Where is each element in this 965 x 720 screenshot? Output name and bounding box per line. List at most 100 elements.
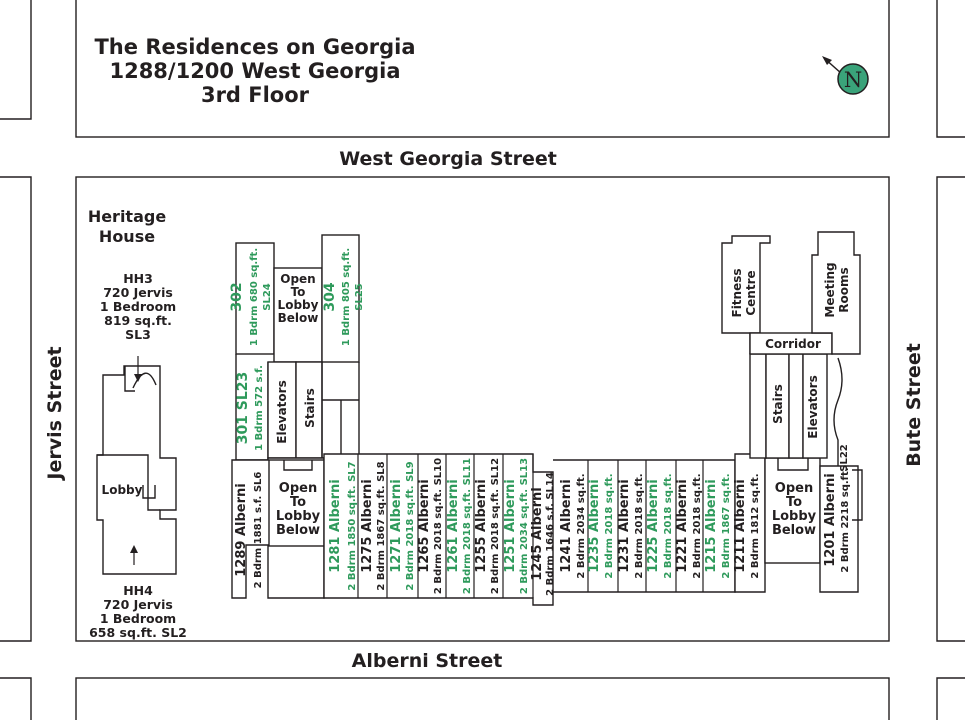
u1225-title: 1225 Alberni xyxy=(646,479,661,572)
u1271-title: 1271 Alberni xyxy=(389,479,404,572)
block-ne xyxy=(936,0,965,138)
open-lobby-left: Open To Lobby Below xyxy=(276,481,321,538)
svg-text:To: To xyxy=(786,495,802,510)
svg-text:Lobby: Lobby xyxy=(276,509,321,524)
meeting-line-1: Meeting xyxy=(823,262,837,317)
svg-text:720 Jervis: 720 Jervis xyxy=(103,285,173,300)
u1235-details: 2 Bdrm 2018 sq.ft. xyxy=(604,473,615,578)
title-line-3: 3rd Floor xyxy=(201,83,310,107)
block-east xyxy=(936,176,965,642)
street-north: West Georgia Street xyxy=(339,148,557,170)
u1211-title: 1211 Alberni xyxy=(733,479,748,572)
u1211-details: 2 Bdrm 1812 sq.ft. xyxy=(750,473,761,578)
u1225-details: 2 Bdrm 2018 sq.ft. xyxy=(663,473,674,578)
svg-text:Lobby: Lobby xyxy=(278,298,319,312)
u1265-details: 2 Bdrm 2018 sq.ft. SL10 xyxy=(433,458,444,594)
street-east: Bute Street xyxy=(903,343,925,467)
svg-text:Below: Below xyxy=(772,523,816,538)
u302-details: 1 Bdrm 680 sq.ft. xyxy=(249,248,260,346)
u1255-details: 2 Bdrm 2018 sq.ft. SL12 xyxy=(490,458,501,594)
u1289-details: 2 Bdrm 1881 s.f. SL6 xyxy=(253,472,264,589)
svg-text:Open: Open xyxy=(280,272,315,286)
heritage-title-1: Heritage xyxy=(88,207,167,226)
meeting-line-2: Rooms xyxy=(837,267,851,312)
svg-text:To: To xyxy=(291,285,306,299)
heritage-outline xyxy=(96,356,177,575)
block-se xyxy=(936,677,965,720)
u1231-details: 2 Bdrm 2018 sq.ft. xyxy=(634,473,645,578)
block-sw xyxy=(0,677,32,720)
u1275-details: 2 Bdrm 1867 sq.ft. SL8 xyxy=(376,461,387,590)
corridor-label: Corridor xyxy=(765,337,821,351)
meeting-outline xyxy=(811,231,861,355)
block-north xyxy=(75,0,890,138)
u1275-title: 1275 Alberni xyxy=(360,479,375,572)
svg-text:Lobby: Lobby xyxy=(772,509,817,524)
svg-text:To: To xyxy=(290,495,306,510)
street-west: Jervis Street xyxy=(44,346,66,481)
lobby-label: Lobby xyxy=(102,483,143,497)
u1241-title: 1241 Alberni xyxy=(559,479,574,572)
block-nw xyxy=(0,0,32,120)
svg-text:Below: Below xyxy=(278,311,319,325)
block-west xyxy=(0,176,32,642)
open-lobby-right-outline xyxy=(764,457,821,564)
u1231-title: 1231 Alberni xyxy=(617,479,632,572)
fitness-outline xyxy=(721,235,771,354)
u302-strata: SL24 xyxy=(262,283,273,311)
u1255-title: 1255 Alberni xyxy=(474,479,489,572)
svg-text:HH3: HH3 xyxy=(123,271,153,286)
u301-title: 301 SL23 xyxy=(235,372,251,445)
u1201-title: 1201 Alberni xyxy=(823,473,838,566)
svg-text:658 sq.ft. SL2: 658 sq.ft. SL2 xyxy=(89,625,187,640)
svg-text:Open: Open xyxy=(775,481,813,496)
svg-text:1 Bedroom: 1 Bedroom xyxy=(100,299,176,314)
title-line-1: The Residences on Georgia xyxy=(94,35,415,59)
svg-text:819 sq.ft.: 819 sq.ft. xyxy=(104,313,172,328)
title-line-2: 1288/1200 West Georgia xyxy=(109,59,400,83)
u304-details: 1 Bdrm 805 sq.ft. xyxy=(341,248,352,346)
u302-title: 302 xyxy=(229,282,245,311)
unit-302-outline xyxy=(235,242,275,355)
open-lobby-left-outline xyxy=(268,459,325,547)
u1271-details: 2 Bdrm 2018 sq.ft. SL9 xyxy=(405,461,416,590)
heritage-title-2: House xyxy=(99,227,155,246)
block-south xyxy=(75,677,890,720)
unit-304-outline xyxy=(321,234,360,363)
open-lobby-top: Open To Lobby Below xyxy=(278,272,319,325)
svg-text:Below: Below xyxy=(276,523,320,538)
elevators-left: Elevators xyxy=(275,380,289,443)
u1281-details: 2 Bdrm 1850 sq.ft. SL7 xyxy=(347,461,358,590)
hh3-label: HH3 720 Jervis 1 Bedroom 819 sq.ft. SL3 xyxy=(100,271,176,342)
svg-text:Open: Open xyxy=(279,481,317,496)
u301-details: 1 Bdrm 572 s.f. xyxy=(254,365,265,451)
open-lobby-top-outline xyxy=(273,267,323,363)
fitness-line-2: Centre xyxy=(744,270,758,315)
unit-1201-outline xyxy=(819,465,859,593)
building-walls xyxy=(231,231,863,606)
svg-text:1 Bedroom: 1 Bedroom xyxy=(100,611,176,626)
svg-text:SL3: SL3 xyxy=(125,327,151,342)
svg-text:720 Jervis: 720 Jervis xyxy=(103,597,173,612)
u1261-title: 1261 Alberni xyxy=(446,479,461,572)
u1235-title: 1235 Alberni xyxy=(587,479,602,572)
compass-letter: N xyxy=(844,68,862,92)
open-lobby-right: Open To Lobby Below xyxy=(772,481,817,538)
u1251-details: 2 Bdrm 2034 sq.ft. SL13 xyxy=(519,458,530,594)
u304-title: 304 xyxy=(322,282,338,311)
u1251-title: 1251 Alberni xyxy=(503,479,518,572)
stairs-right: Stairs xyxy=(771,384,785,424)
u1221-title: 1221 Alberni xyxy=(675,479,690,572)
u1281-title: 1281 Alberni xyxy=(328,479,343,572)
u1201-details: 2 Bdrm 2218 sq.ft. xyxy=(840,467,851,572)
block-main xyxy=(75,176,890,642)
street-south: Alberni Street xyxy=(352,650,503,672)
north-compass-icon: N xyxy=(822,56,869,95)
u1245-title: 1245 Alberni xyxy=(530,487,545,580)
u304-strata: SL25 xyxy=(354,283,365,311)
u1261-details: 2 Bdrm 2018 sq.ft. SL11 xyxy=(462,458,473,594)
u1215-details: 2 Bdrm 1867 sq.ft. xyxy=(721,473,732,578)
u1221-details: 2 Bdrm 2018 sq.ft. xyxy=(692,473,703,578)
